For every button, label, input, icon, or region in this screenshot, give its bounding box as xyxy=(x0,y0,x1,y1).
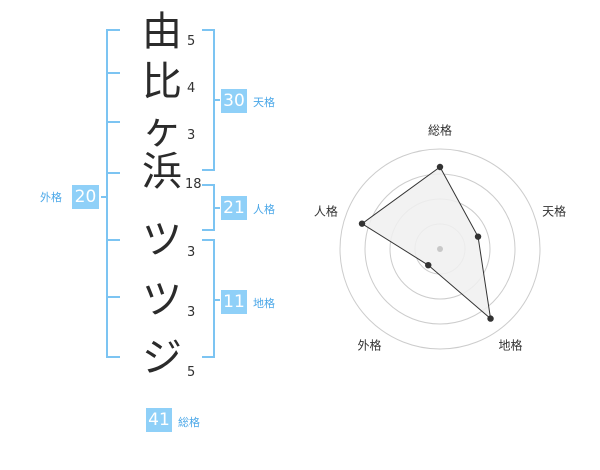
radar-point-4 xyxy=(425,261,432,269)
name-char-5: ツ xyxy=(142,217,182,263)
jinkaku-label: 人格 xyxy=(253,203,275,216)
stroke-count-3: 3 xyxy=(187,128,196,143)
chikaku-value: 11 xyxy=(221,290,247,314)
stroke-count-7: 5 xyxy=(187,365,196,380)
chikaku-label: 地格 xyxy=(253,297,275,310)
name-char-2: 比 xyxy=(142,59,182,105)
name-char-6: ツ xyxy=(142,277,182,323)
radar-axis-label-4: 外格 xyxy=(357,338,381,353)
stroke-count-6: 3 xyxy=(187,305,196,320)
radar-polygon xyxy=(361,166,492,320)
radar-axis-label-3: 地格 xyxy=(499,338,523,353)
gaikaku-bracket xyxy=(106,29,120,358)
radar-point-5 xyxy=(358,220,366,227)
name-char-1: 由 xyxy=(142,9,182,55)
chikaku-bracket xyxy=(202,239,215,358)
name-char-3: ヶ xyxy=(142,107,182,153)
radar-ring-4 xyxy=(339,148,541,350)
radar-center-dot xyxy=(437,246,443,252)
gaikaku-label: 外格 xyxy=(40,191,62,204)
name-char-7: ジ xyxy=(142,335,182,381)
radar-point-1 xyxy=(436,163,444,171)
stroke-count-1: 5 xyxy=(187,34,196,49)
radar-axis-label-5: 人格 xyxy=(314,203,338,218)
stroke-count-4: 18 xyxy=(185,177,202,192)
radar-point-2 xyxy=(474,233,482,240)
tenkaku-value: 30 xyxy=(221,89,247,113)
name-char-4: 浜 xyxy=(142,149,182,195)
soukaku-label: 総格 xyxy=(178,416,200,429)
stroke-count-5: 3 xyxy=(187,245,196,260)
radar-point-3 xyxy=(487,315,494,322)
jinkaku-value: 21 xyxy=(221,196,247,220)
tenkaku-label: 天格 xyxy=(253,96,275,109)
gaikaku-value: 20 xyxy=(72,185,99,209)
radar-axis-label-1: 総格 xyxy=(428,123,452,138)
soukaku-value: 41 xyxy=(146,408,172,432)
radar-axis-label-2: 天格 xyxy=(542,203,566,218)
stroke-count-2: 4 xyxy=(187,81,196,96)
